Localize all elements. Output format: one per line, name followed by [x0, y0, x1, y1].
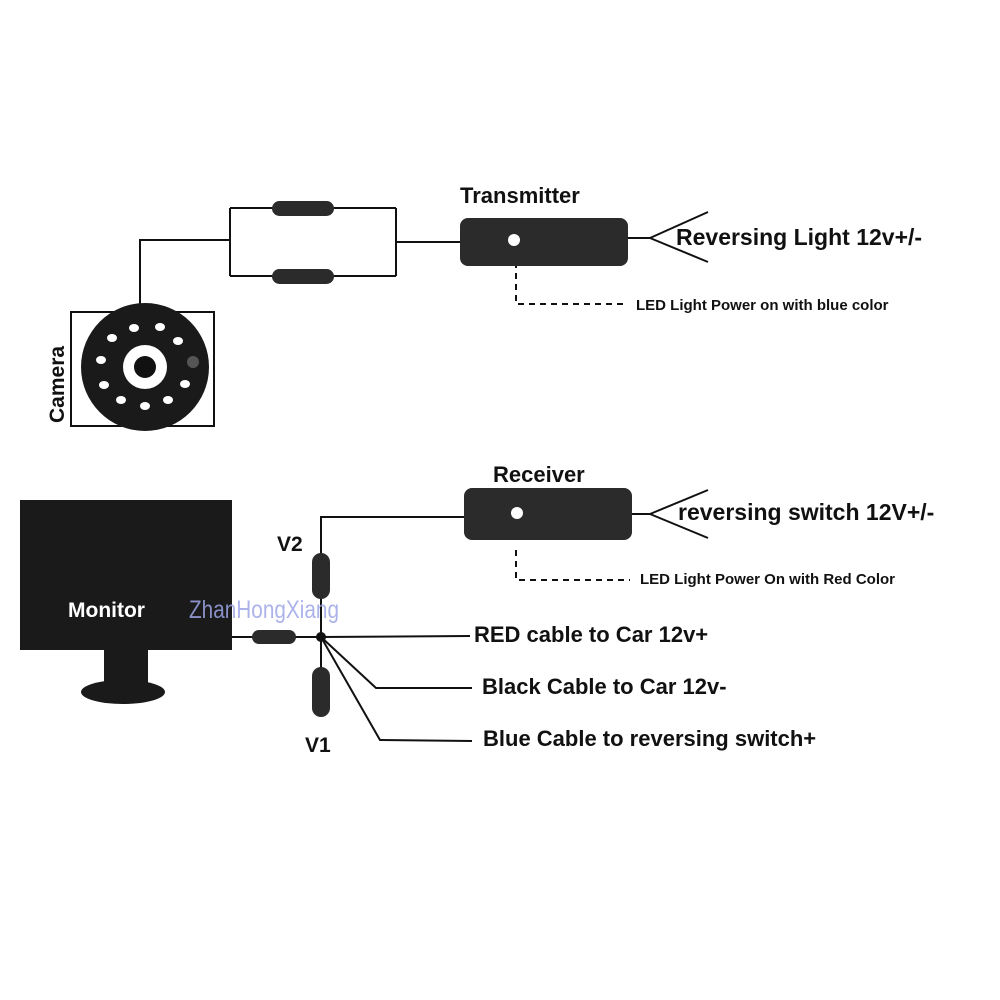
- receiver-unit: [464, 488, 632, 540]
- monitor-neck: [104, 650, 148, 684]
- receiver-wire-label: reversing switch 12V+/-: [678, 499, 934, 525]
- blue-cable-wire: [320, 636, 473, 742]
- receiver-led-leader: [515, 550, 630, 581]
- v2-label: V2: [277, 533, 303, 556]
- upper-cable-connector: [272, 201, 334, 216]
- lens-icon: [134, 356, 156, 378]
- blue-cable-label: Blue Cable to reversing switch+: [483, 726, 816, 751]
- junction-node: [316, 632, 326, 642]
- ir-led-ring: [96, 323, 190, 410]
- receiver-wiring: [320, 489, 709, 581]
- transmitter-fan-upper: [649, 211, 709, 239]
- camera-unit: [70, 303, 215, 431]
- ir-led-icon: [163, 396, 173, 404]
- monitor-label: Monitor: [68, 599, 145, 622]
- transmitter-wire-label: Reversing Light 12v+/-: [676, 224, 922, 250]
- receiver-box: [464, 488, 632, 540]
- camera-wire: [139, 239, 230, 312]
- camera-label: Camera: [46, 346, 69, 423]
- v1-label: V1: [305, 734, 331, 757]
- v1-connector: [312, 667, 330, 717]
- black-cable-wire: [320, 636, 472, 689]
- ir-led-icon: [99, 381, 109, 389]
- transmitter-led-leader: [515, 262, 628, 305]
- ir-led-icon: [129, 324, 139, 332]
- light-sensor-icon: [187, 356, 199, 368]
- v2-wire: [320, 516, 466, 555]
- monitor-unit: [20, 500, 232, 704]
- watermark-text: ZhanHongXiang: [189, 596, 339, 624]
- ir-led-icon: [107, 334, 117, 342]
- ir-led-icon: [116, 396, 126, 404]
- monitor-cable-connector: [252, 630, 296, 644]
- transmitter-unit: [460, 218, 628, 266]
- ir-led-icon: [180, 380, 190, 388]
- monitor-base: [81, 680, 165, 704]
- receiver-fan-lower: [649, 513, 709, 539]
- lower-cable-connector: [272, 269, 334, 284]
- transmitter-led-indicator: [508, 234, 520, 246]
- monitor-screen: [20, 500, 232, 650]
- red-cable-label: RED cable to Car 12v+: [474, 622, 708, 647]
- ir-led-icon: [96, 356, 106, 364]
- transmitter-box: [460, 218, 628, 266]
- ir-led-icon: [173, 337, 183, 345]
- ir-led-icon: [155, 323, 165, 331]
- receiver-led-note: LED Light Power On with Red Color: [640, 571, 895, 588]
- receiver-fan-upper: [649, 489, 709, 515]
- transmitter-title: Transmitter: [460, 183, 580, 208]
- v2-connector: [312, 553, 330, 599]
- receiver-title: Receiver: [493, 462, 585, 487]
- transmitter-led-note: LED Light Power on with blue color: [636, 297, 889, 314]
- receiver-led-indicator: [511, 507, 523, 519]
- black-cable-label: Black Cable to Car 12v-: [482, 674, 727, 699]
- ir-led-icon: [140, 402, 150, 410]
- red-cable-wire: [320, 635, 471, 638]
- transmitter-fan-lower: [649, 237, 709, 263]
